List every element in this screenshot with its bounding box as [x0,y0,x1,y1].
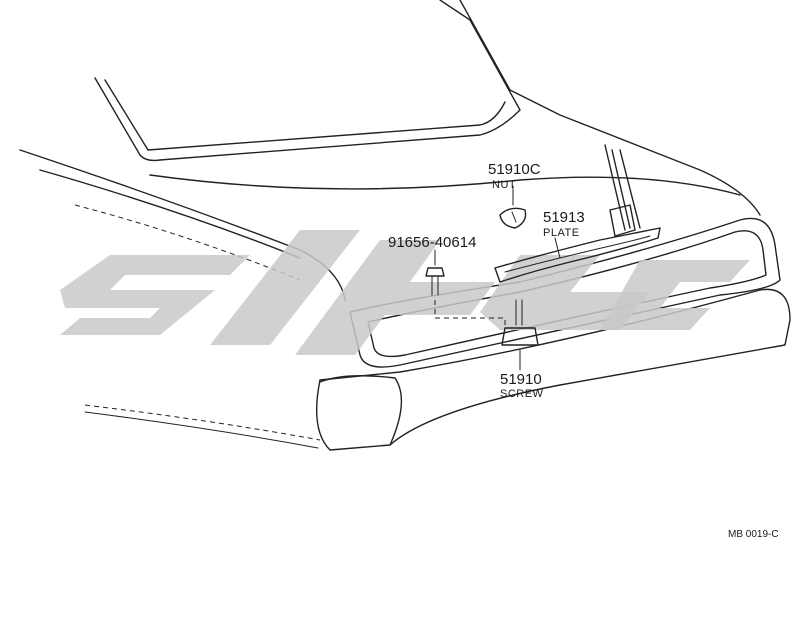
part-number-label: 51913 [543,209,585,226]
diagram-reference-code: MB 0019-C [728,529,779,540]
watermark-logo [60,230,750,355]
vehicle-rear-outline [19,0,791,451]
part-number-label: 51910 [500,371,542,388]
bolt-part-graphic [425,267,506,330]
part-number-label: 51910C [488,161,541,178]
leader-lines [434,185,561,371]
screw-part-graphic [501,299,539,346]
part-number-label: 91656-40614 [388,234,476,251]
part-name-label: PLATE [543,227,580,239]
nut-part-graphic [499,207,527,229]
part-name-label: SCREW [500,388,544,400]
part-name-label: NUT [492,179,516,191]
